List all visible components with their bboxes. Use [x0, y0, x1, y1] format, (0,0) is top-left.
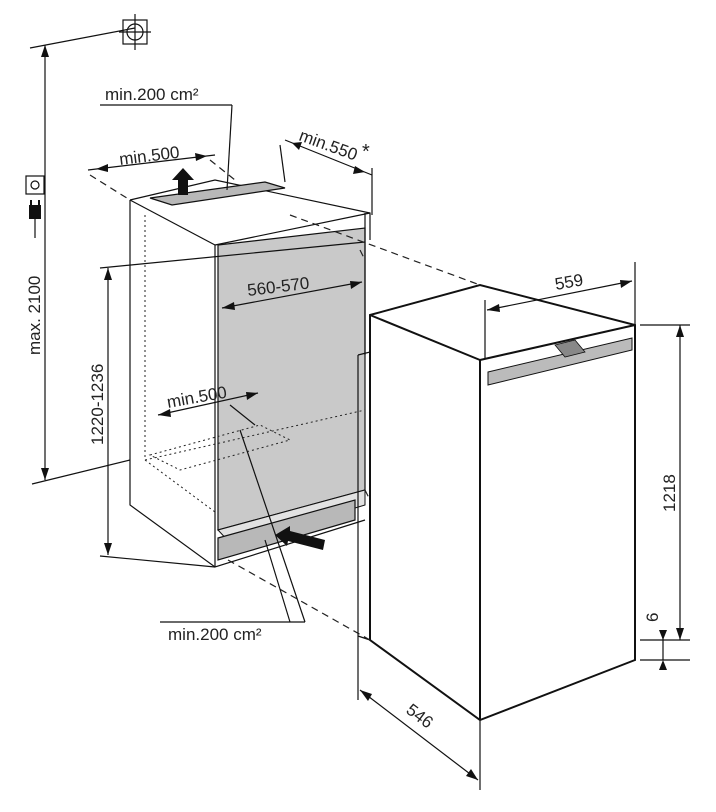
up-arrow-icon: [172, 168, 194, 195]
label-vent-bottom-area: min.200 cm²: [168, 625, 262, 644]
label-max-height: max. 2100: [25, 276, 44, 355]
label-niche-height: 1220-1236: [88, 364, 107, 445]
label-appliance-offset: 6: [643, 613, 662, 622]
dim-max-height: [29, 27, 136, 485]
plug-icon: [29, 200, 41, 238]
label-vent-top-width: min.500: [118, 143, 180, 169]
crosshair-icon: [119, 14, 151, 50]
socket-icon: [25, 175, 45, 195]
label-vent-top-area: min.200 cm²: [105, 85, 199, 104]
label-depth-asterisk: *: [362, 141, 370, 163]
niche-cabinet: [129, 179, 371, 568]
top-vent-grille: [149, 181, 286, 206]
label-appliance-depth: 546: [403, 700, 437, 732]
label-depth-niche: min.550: [297, 126, 360, 165]
label-appliance-width: 559: [553, 270, 584, 294]
appliance: [357, 283, 636, 722]
right-arrow-icon: [275, 526, 325, 550]
label-appliance-height: 1218: [660, 474, 679, 512]
appliance-top-trim: [487, 337, 633, 386]
niche-interior: [217, 227, 366, 531]
